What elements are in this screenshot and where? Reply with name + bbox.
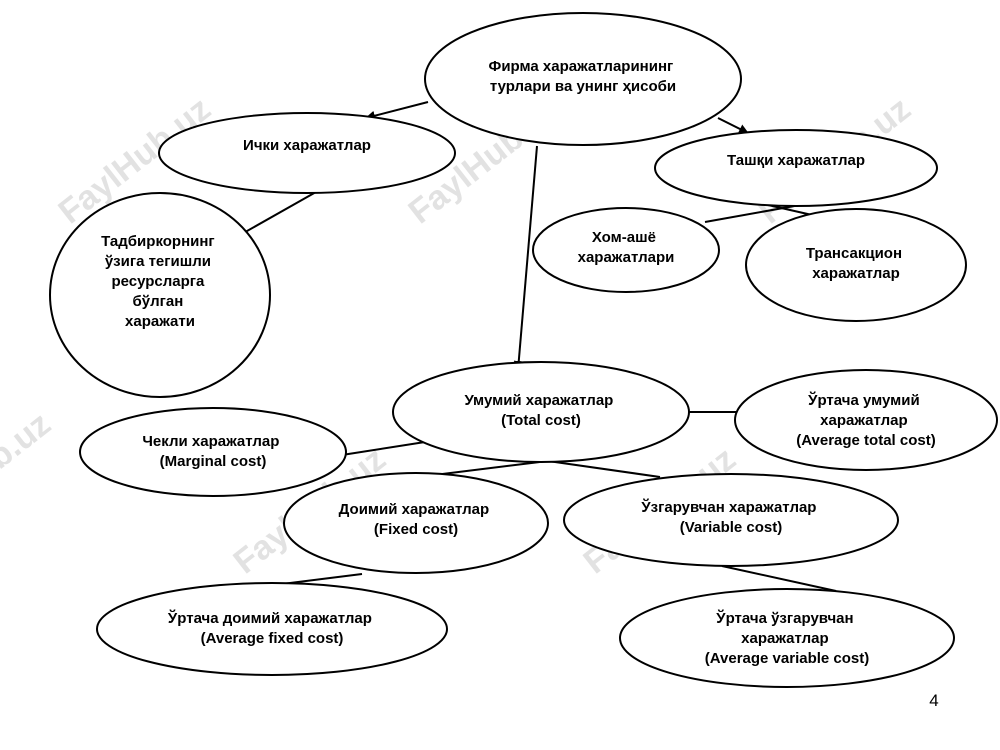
node-fixed-line: (Fixed cost): [374, 521, 458, 538]
node-internal-shape: [158, 112, 456, 194]
node-fixed-label: Доимий харажатлар (Fixed cost): [339, 501, 494, 538]
node-transaction-shape: [745, 208, 967, 322]
node-avgtotal-line: (Average total cost): [796, 432, 935, 449]
node-transaction-line: харажатлар: [812, 265, 900, 282]
node-total-shape: [392, 361, 690, 463]
node-fixed: Доимий харажатлар (Fixed cost): [283, 472, 549, 574]
node-variable-line: Ўзгарувчан харажатлар: [640, 498, 816, 516]
page-number: 4: [929, 691, 938, 710]
node-total-line: Умумий харажатлар: [464, 392, 613, 409]
node-marginal: Чекли харажатлар (Marginal cost): [79, 407, 347, 497]
node-avgvariable-label: Ўртача ўзгарувчан харажатлар (Average va…: [705, 609, 870, 667]
node-internal: Ички харажатлар: [158, 112, 456, 194]
node-avgvariable-line: Ўртача ўзгарувчан: [715, 609, 853, 627]
node-avgfixed-shape: [96, 582, 448, 676]
node-avgfixed-label: Ўртача доимий харажатлар (Average fixed …: [167, 609, 376, 647]
node-root-line: турлари ва унинг ҳисоби: [490, 78, 676, 95]
node-root-label: Фирма харажатларининг турлари ва унинг ҳ…: [489, 58, 678, 95]
node-entrepreneur-line: бўлган: [133, 293, 184, 310]
arrow-root-to-internal: [365, 101, 429, 121]
link-internal-entrepreneur: [239, 191, 317, 236]
node-transaction: Трансакцион харажатлар: [745, 208, 967, 322]
node-marginal-line: Чекли харажатлар: [142, 433, 279, 450]
node-fixed-line: Доимий харажатлар: [339, 501, 490, 518]
node-avgtotal-line: харажатлар: [820, 412, 908, 429]
node-average-fixed: Ўртача доимий харажатлар (Average fixed …: [96, 582, 448, 676]
node-external-line: Ташқи харажатлар: [727, 152, 865, 169]
node-transaction-line: Трансакцион: [806, 245, 902, 262]
watermark: FaylHub.uz: [0, 405, 58, 547]
node-avgtotal-line: Ўртача умумий: [807, 391, 920, 409]
node-root-shape: [424, 12, 742, 146]
node-marginal-label: Чекли харажатлар (Marginal cost): [142, 433, 283, 470]
node-entrepreneur-line: харажати: [125, 313, 195, 330]
link-variable-avgvariable: [721, 565, 837, 592]
node-variable: Ўзгарувчан харажатлар (Variable cost): [563, 473, 899, 567]
node-external-shape: [654, 129, 938, 207]
node-avgvariable-shape: [619, 588, 955, 688]
node-root: Фирма харажатларининг турлари ва унинг ҳ…: [424, 12, 742, 146]
node-raw-shape: [532, 207, 720, 293]
node-entrepreneur-label: Тадбиркорнинг ўзига тегишли ресурсларга …: [101, 233, 219, 330]
node-internal-label: Ички харажатлар: [243, 137, 371, 154]
node-transaction-label: Трансакцион харажатлар: [806, 245, 906, 282]
arrow-root-to-external: [717, 117, 749, 134]
node-entrepreneur-shape: [49, 192, 271, 398]
node-average-total: Ўртача умумий харажатлар (Average total …: [734, 369, 998, 471]
node-raw-line: Хом-ашё: [592, 229, 656, 246]
node-entrepreneur-line: ўзига тегишли: [105, 253, 211, 270]
node-total: Умумий харажатлар (Total cost): [392, 361, 690, 463]
node-avgvariable-line: харажатлар: [741, 630, 829, 647]
link-total-marginal: [341, 441, 426, 456]
node-variable-line: (Variable cost): [680, 519, 783, 536]
node-entrepreneur: Тадбиркорнинг ўзига тегишли ресурсларга …: [49, 192, 271, 398]
node-variable-shape: [563, 473, 899, 567]
node-raw-line: харажатлари: [578, 249, 675, 266]
node-avgtotal-label: Ўртача умумий харажатлар (Average total …: [796, 391, 935, 449]
node-avgvariable-line: (Average variable cost): [705, 650, 870, 667]
node-total-label: Умумий харажатлар (Total cost): [464, 392, 617, 429]
node-fixed-shape: [283, 472, 549, 574]
node-root-line: Фирма харажатларининг: [489, 58, 674, 75]
node-entrepreneur-line: ресурсларга: [111, 273, 205, 290]
arrow-root-to-total: [513, 145, 538, 371]
node-avgtotal-shape: [734, 369, 998, 471]
link-total-variable: [547, 460, 661, 478]
node-marginal-shape: [79, 407, 347, 497]
node-external-label: Ташқи харажатлар: [727, 152, 865, 169]
node-raw-materials: Хом-ашё харажатлари: [532, 207, 720, 293]
node-internal-line: Ички харажатлар: [243, 137, 371, 154]
node-variable-label: Ўзгарувчан харажатлар (Variable cost): [640, 498, 820, 536]
node-external: Ташқи харажатлар: [654, 129, 938, 207]
node-marginal-line: (Marginal cost): [160, 453, 267, 470]
node-entrepreneur-line: Тадбиркорнинг: [101, 233, 215, 250]
node-avgfixed-line: Ўртача доимий харажатлар: [167, 609, 372, 627]
node-avgfixed-line: (Average fixed cost): [201, 630, 344, 647]
node-raw-label: Хом-ашё харажатлари: [578, 229, 675, 266]
node-total-line: (Total cost): [501, 412, 581, 429]
node-average-variable: Ўртача ўзгарувчан харажатлар (Average va…: [619, 588, 955, 688]
